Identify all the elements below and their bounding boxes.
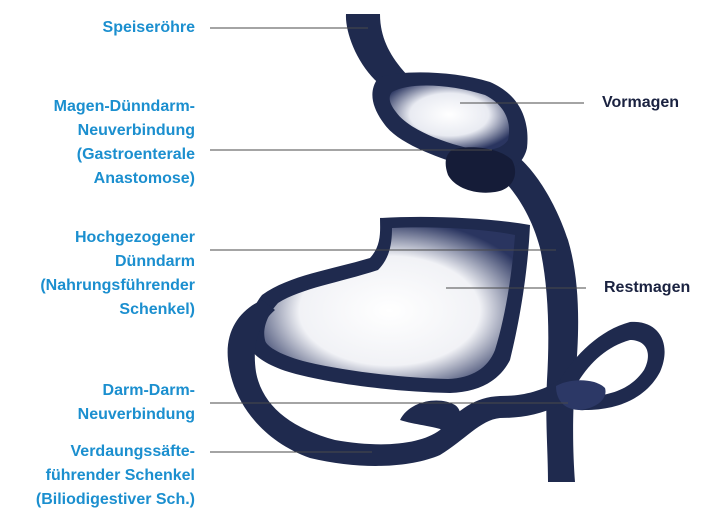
label-line: Verdaungssäfte- [36, 440, 195, 464]
label-line: (Gastroenterale [54, 143, 195, 167]
loop-bump [400, 400, 460, 432]
label-gastroenterale: Magen-Dünndarm- Neuverbindung (Gastroent… [54, 95, 195, 191]
label-darm-darm: Darm-Darm- Neuverbindung [78, 379, 195, 427]
label-line: Speiseröhre [103, 16, 195, 40]
label-vormagen: Vormagen [602, 91, 679, 115]
label-line: Dünndarm [40, 250, 195, 274]
label-hochgezogener: Hochgezogener Dünndarm (Nahrungsführende… [40, 226, 195, 322]
label-line: Darm-Darm- [78, 379, 195, 403]
label-line: Neuverbindung [54, 119, 195, 143]
label-line: Schenkel) [40, 298, 195, 322]
label-line: (Biliodigestiver Sch.) [36, 488, 195, 512]
label-line: Magen-Dünndarm- [54, 95, 195, 119]
label-line: Anastomose) [54, 167, 195, 191]
label-line: Neuverbindung [78, 403, 195, 427]
label-biliodigestiv: Verdaungssäfte- führender Schenkel (Bili… [36, 440, 195, 512]
label-restmagen: Restmagen [604, 276, 690, 300]
label-speiseroehre: Speiseröhre [103, 16, 195, 40]
label-line: (Nahrungsführender [40, 274, 195, 298]
label-line: Hochgezogener [40, 226, 195, 250]
label-line: führender Schenkel [36, 464, 195, 488]
